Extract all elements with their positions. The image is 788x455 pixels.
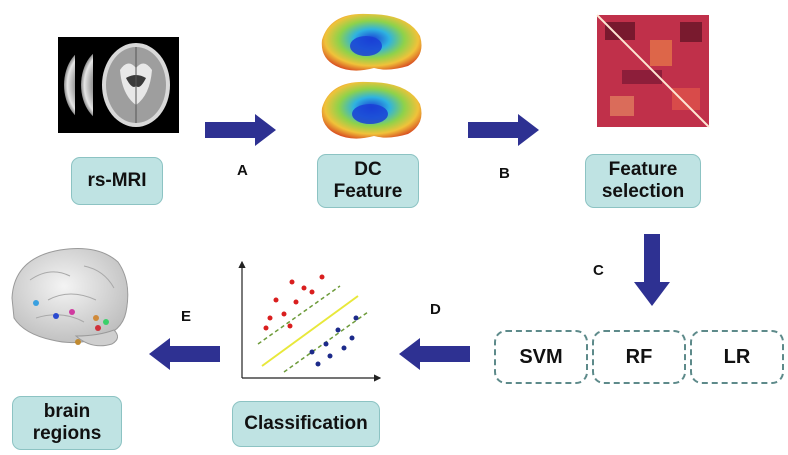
step-label-e: E: [181, 308, 192, 325]
rs-mri-box: rs-MRI: [71, 157, 163, 205]
classifier-lr-box: LR: [690, 330, 784, 384]
step-label-d: D: [430, 301, 441, 318]
step-label-a: A: [237, 162, 248, 179]
classifier-svm-box: SVM: [494, 330, 588, 384]
blue-class-points: [309, 315, 359, 367]
classifier-rf-box: RF: [592, 330, 686, 384]
correlation-matrix-image: [596, 14, 710, 128]
mri-slices-image: [58, 37, 179, 133]
feature-selection-box: Feature selection: [585, 154, 701, 208]
step-label-b: B: [499, 165, 510, 182]
arrow-c: [634, 234, 670, 306]
brain-regions-box: brain regions: [12, 396, 122, 450]
arrow-b: [468, 114, 539, 146]
dc-brain-image: [321, 13, 422, 139]
step-label-c: C: [593, 262, 604, 279]
arrow-a: [205, 114, 276, 146]
red-class-points: [263, 274, 325, 331]
dc-feature-box: DC Feature: [317, 154, 419, 208]
brain-regions-image: [11, 248, 129, 347]
arrow-e: [149, 338, 220, 370]
classification-box: Classification: [232, 401, 380, 447]
flow-arrows: [149, 114, 670, 370]
classification-scatter-plot: [238, 260, 382, 382]
arrow-d: [399, 338, 470, 370]
